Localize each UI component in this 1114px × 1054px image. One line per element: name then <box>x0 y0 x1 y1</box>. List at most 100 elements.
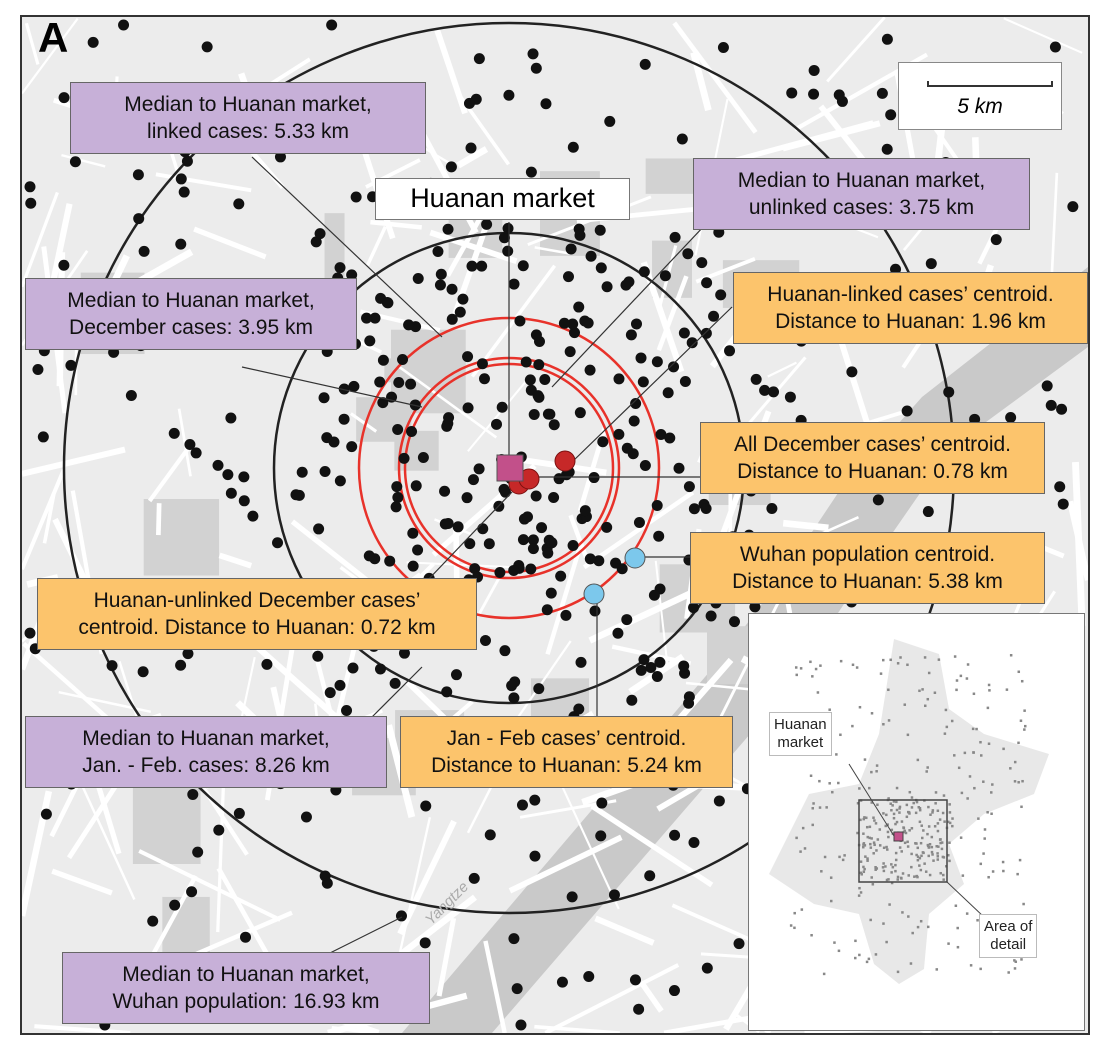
case-dot <box>347 662 359 674</box>
inset-case-dot <box>809 774 813 777</box>
inset-case-dot <box>794 666 798 669</box>
case-dot <box>184 438 196 450</box>
street <box>147 443 193 503</box>
case-dot <box>465 142 477 154</box>
inset-case-dot <box>948 859 951 863</box>
case-dot <box>407 527 419 539</box>
case-dot <box>683 697 695 709</box>
case-dot <box>442 223 454 235</box>
inset-case-dot <box>819 664 822 667</box>
inset-case-dot <box>1024 724 1027 728</box>
inset-case-dot <box>803 847 807 850</box>
case-dot <box>514 315 526 327</box>
case-dot <box>562 271 574 283</box>
inset-case-dot <box>943 732 947 735</box>
inset-case-dot <box>795 673 798 677</box>
inset-case-dot <box>868 825 872 829</box>
inset-case-dot <box>843 854 846 857</box>
case-dot <box>502 245 514 257</box>
street <box>193 226 267 260</box>
inset-case-dot <box>898 846 902 849</box>
inset-case-dot <box>916 858 920 862</box>
case-dot <box>527 543 539 555</box>
inset-case-dot <box>890 881 894 885</box>
case-dot <box>334 262 346 274</box>
case-dot <box>398 452 410 464</box>
street <box>24 22 40 65</box>
street <box>156 503 162 536</box>
inset-case-dot <box>889 658 892 662</box>
inset-case-dot <box>1021 779 1024 783</box>
case-dot <box>678 660 690 672</box>
inset-case-dot <box>828 708 831 711</box>
case-dot <box>446 313 458 325</box>
case-dot <box>659 270 671 282</box>
case-dot <box>407 560 419 572</box>
inset-case-dot <box>889 802 892 805</box>
inset-case-dot <box>839 733 842 737</box>
case-dot <box>533 359 545 371</box>
inset-case-dot <box>918 864 921 867</box>
case-dot <box>688 503 700 515</box>
street <box>216 763 226 933</box>
case-dot <box>517 260 529 272</box>
inset-connector <box>848 763 895 837</box>
case-dot <box>651 356 663 368</box>
case-dot <box>520 356 532 368</box>
case-dot <box>125 389 137 401</box>
case-dot <box>457 293 469 305</box>
inset-case-dot <box>935 845 938 848</box>
inset-case-dot <box>959 836 963 839</box>
block <box>143 499 220 576</box>
case-dot <box>434 279 446 291</box>
inset-case-dot <box>918 808 922 812</box>
inset-case-dot <box>982 852 985 855</box>
case-dot <box>346 269 358 281</box>
case-dot <box>528 409 540 421</box>
inset-case-dot <box>991 783 994 786</box>
street <box>470 264 557 378</box>
inset-case-dot <box>913 875 916 878</box>
case-dot <box>393 376 405 388</box>
inset-case-dot <box>855 666 859 669</box>
case-dot <box>540 98 552 110</box>
inset-case-dot <box>858 886 861 890</box>
inset-case-dot <box>930 850 934 854</box>
case-dot <box>478 373 490 385</box>
connector-line <box>251 156 443 338</box>
street <box>34 1024 131 1033</box>
inset-case-dot <box>906 810 910 814</box>
case-dot <box>290 489 302 501</box>
inset-case-dot <box>887 719 891 722</box>
inset-case-dot <box>811 675 814 678</box>
label-population-median: Median to Huanan market,Wuhan population… <box>62 952 430 1024</box>
inset-case-dot <box>975 727 978 731</box>
case-dot <box>541 604 553 616</box>
inset-case-dot <box>894 869 897 873</box>
case-dot <box>1041 380 1053 392</box>
inset-case-dot <box>873 843 876 847</box>
inset-case-dot <box>894 858 898 862</box>
case-dot <box>623 276 635 288</box>
case-dot <box>201 41 213 53</box>
market-marker <box>496 454 524 482</box>
inset-case-dot <box>986 706 990 710</box>
inset-case-dot <box>951 824 954 828</box>
case-dot <box>1067 201 1079 213</box>
inset-case-dot <box>1020 679 1024 683</box>
case-dot <box>601 281 613 293</box>
case-dot <box>326 19 338 31</box>
inset-case-dot <box>857 894 861 897</box>
inset-case-dot <box>918 689 921 693</box>
inset-case-dot <box>956 945 960 949</box>
inset-case-dot <box>799 667 803 670</box>
street <box>483 940 507 1033</box>
case-dot <box>635 352 647 364</box>
case-dot <box>296 466 308 478</box>
inset-case-dot <box>1009 767 1012 770</box>
case-dot <box>612 627 624 639</box>
case-dot <box>567 141 579 153</box>
inset-case-dot <box>887 688 890 692</box>
inset-case-dot <box>856 831 859 835</box>
case-dot <box>595 262 607 274</box>
